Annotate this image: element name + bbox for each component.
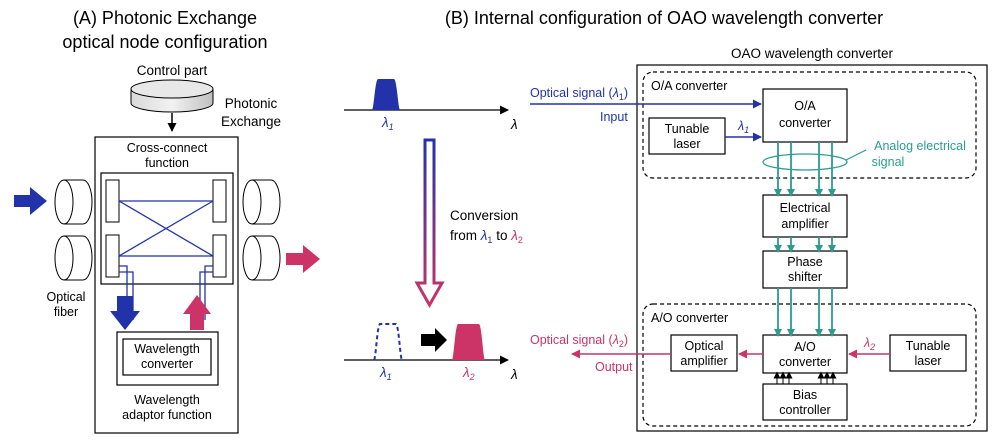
input-label: Input: [600, 110, 628, 124]
tunable-laser-oa-line1: Tunable: [665, 122, 710, 136]
ao-converter-region: [642, 303, 977, 427]
wavelength-converter-box: [122, 338, 212, 376]
cross-connect-line2: function: [145, 156, 189, 170]
opt-amp-line1: Optical: [685, 339, 724, 353]
bias-arrows: [773, 371, 837, 384]
tunable-laser-ao-box: [889, 334, 967, 372]
spectrum-bottom-axis-lambda: λ: [510, 367, 518, 382]
wavelength-adaptor-box: [116, 331, 219, 386]
tunable-laser-ao-line1: Tunable: [906, 339, 951, 353]
optical-fiber-line1: Optical: [47, 290, 86, 304]
tunable-laser-oa-box: [648, 117, 726, 155]
spectrum-top-lambda1: λ1: [381, 115, 394, 132]
spectrum-bottom-lambda2: λ2: [462, 365, 475, 382]
adaptor-label-line1: Wavelength: [134, 393, 200, 407]
panel-a-title-line2: optical node configuration: [62, 32, 267, 52]
wavelength-converter-line1: Wavelength: [134, 342, 200, 356]
oa-converter-label: O/A converter: [651, 79, 727, 93]
blue-down-arrow-icon: [110, 296, 140, 330]
optical-fiber-right-icon: [242, 179, 281, 281]
spectrum-bottom-lambda1: λ1: [379, 365, 392, 382]
conversion-line1: Conversion: [450, 208, 518, 223]
oao-outer-box: [636, 64, 988, 432]
adaptor-label-line2: adaptor function: [122, 408, 212, 422]
bias-line2: controller: [779, 403, 830, 417]
elec-amp-line2: amplifier: [781, 217, 828, 231]
oa-converter-region: [642, 71, 977, 179]
analog-signal-line2: signal: [872, 155, 905, 169]
analog-signal-ring: [762, 153, 848, 171]
spectrum-bottom-new-peak: [452, 324, 485, 360]
red-up-arrow-icon: [183, 295, 211, 330]
shift-arrow-icon: [421, 328, 447, 352]
output-arrow-icon: [286, 245, 320, 273]
analog-signal-line1: Analog electrical: [874, 139, 966, 153]
phase-line1: Phase: [787, 255, 822, 269]
cross-connect-box: [100, 172, 234, 285]
photonic-exchange-line1: Photonic: [225, 96, 278, 111]
ao-block-line2: converter: [779, 355, 831, 369]
ao-block-line1: A/O: [794, 340, 816, 354]
optical-signal-in-label: Optical signal (λ1): [530, 86, 628, 102]
optical-signal-out-label: Optical signal (λ2): [530, 333, 628, 349]
photonic-exchange-box: [94, 136, 239, 434]
phase-shifter-block: [762, 250, 848, 289]
optical-fiber-line2: fiber: [54, 305, 78, 319]
laser-ao-lambda2: λ2: [863, 336, 875, 352]
cross-connect-line1: Cross-connect: [127, 141, 208, 155]
opt-amp-line2: amplifier: [680, 354, 727, 368]
panel-b-title: (B) Internal configuration of OAO wavele…: [445, 8, 883, 28]
conversion-line2: from λ1 to λ2: [450, 228, 523, 245]
elec-amp-line1: Electrical: [780, 201, 831, 215]
oa-converter-block: [762, 88, 848, 143]
ao-converter-label: A/O converter: [651, 311, 728, 325]
input-arrow-icon: [14, 187, 47, 215]
oao-title: OAO wavelength converter: [731, 46, 894, 61]
control-part-label: Control part: [137, 63, 208, 78]
optical-amplifier-block: [670, 334, 738, 372]
laser-oa-lambda1: λ1: [737, 119, 749, 135]
wavelength-converter-line2: converter: [141, 357, 193, 371]
spectrum-top-axis-lambda: λ: [510, 117, 518, 132]
optical-fiber-left-icon: [54, 179, 93, 281]
photonic-exchange-line2: Exchange: [221, 114, 281, 129]
tunable-laser-oa-line2: laser: [673, 137, 700, 151]
panel-b: (B) Internal configuration of OAO wavele…: [344, 8, 883, 382]
phase-line2: shifter: [788, 270, 822, 284]
teal-signal-arrows: [774, 142, 836, 337]
ao-converter-block: [762, 334, 848, 374]
output-label: Output: [595, 360, 633, 374]
oao-converter: OAO wavelength converter O/A converter A…: [530, 46, 988, 432]
tunable-laser-ao-line2: laser: [914, 354, 941, 368]
panel-a: (A) Photonic Exchange optical node confi…: [14, 8, 320, 434]
control-part-disk-icon: [130, 79, 214, 113]
switch-ports: [105, 179, 227, 278]
analog-signal-leader: [845, 149, 867, 161]
panel-a-title-line1: (A) Photonic Exchange: [73, 8, 257, 28]
oa-block-line1: O/A: [794, 99, 816, 113]
bias-line1: Bias: [793, 388, 817, 402]
electrical-amplifier-block: [762, 194, 848, 238]
oa-block-line2: converter: [779, 116, 831, 130]
spectrum-top-peak: [372, 79, 400, 110]
bias-controller-block: [762, 383, 848, 421]
conversion-arrow-icon: [414, 138, 445, 309]
spectrum-bottom-old-peak: [373, 323, 403, 361]
